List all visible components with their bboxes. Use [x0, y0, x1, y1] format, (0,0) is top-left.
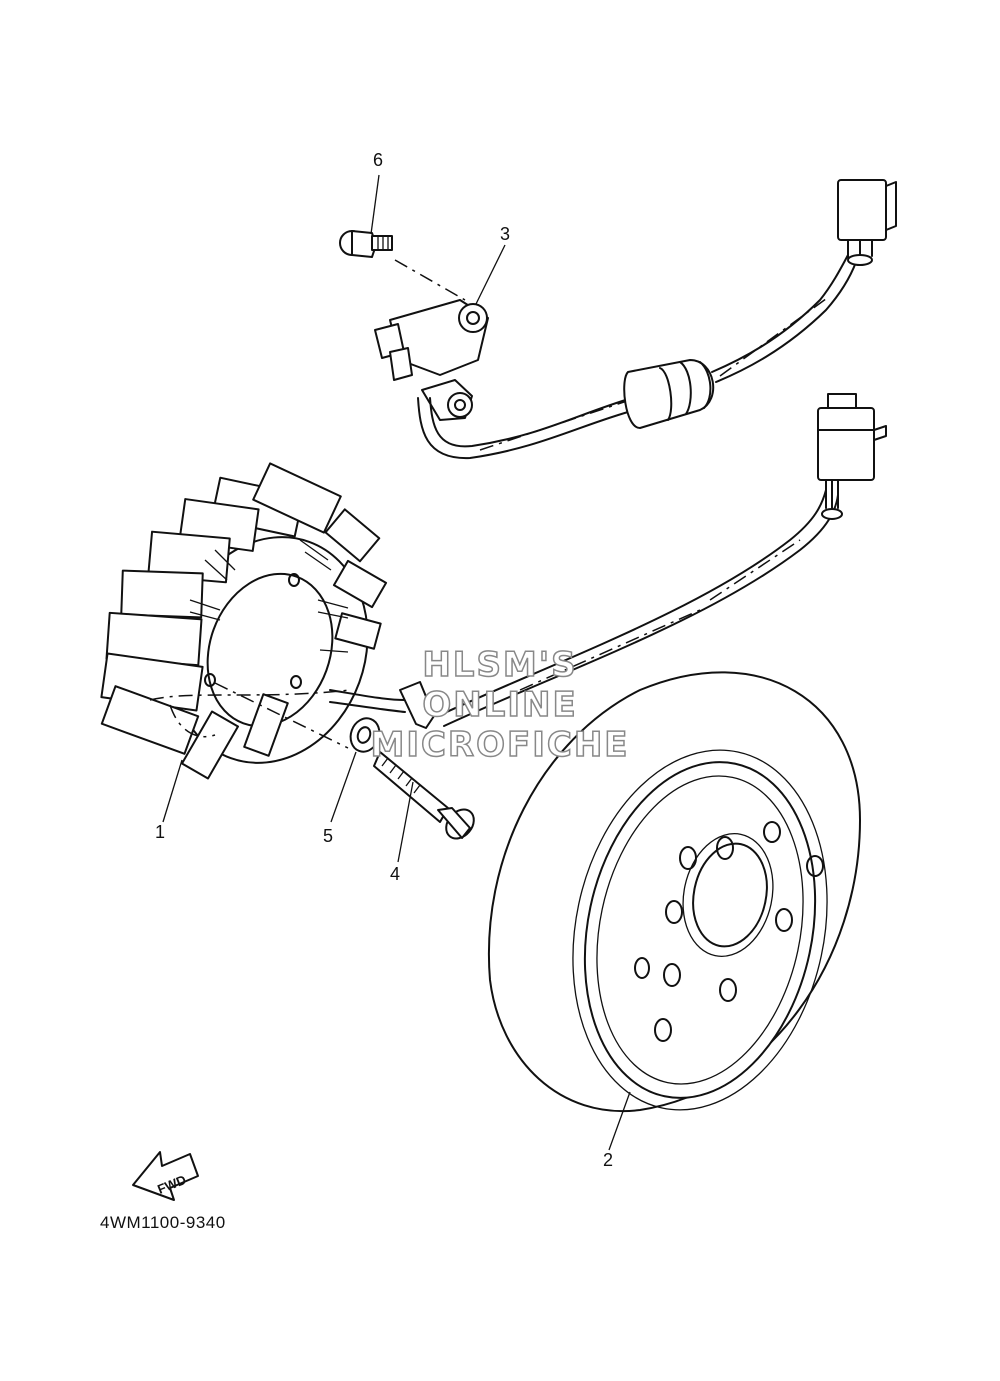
callout-5: 5: [323, 826, 334, 846]
rotor-holes: [634, 821, 824, 1042]
rotor-part: [488, 671, 861, 1113]
watermark-line3: MICROFICHE: [370, 724, 630, 766]
callout-6: 6: [373, 150, 384, 170]
screw-part: [339, 230, 466, 301]
callout-4: 4: [390, 864, 401, 884]
watermark-line2: ONLINE: [422, 684, 578, 726]
bolt-part: [373, 751, 475, 840]
callout-1: 1: [155, 822, 166, 842]
pickup-coil-part: [374, 179, 897, 460]
leader-lines: [162, 174, 631, 1151]
stator-part: [100, 393, 887, 780]
washer-part: [349, 717, 381, 753]
callout-3: 3: [500, 224, 511, 244]
part-code: 4WM1100-9340: [100, 1213, 226, 1232]
fwd-arrow-icon: [132, 1151, 199, 1201]
watermark-line1: HLSM'S: [422, 644, 578, 686]
watermark: HLSM'S ONLINE MICROFICHE: [360, 644, 640, 766]
callout-2: 2: [603, 1150, 614, 1170]
